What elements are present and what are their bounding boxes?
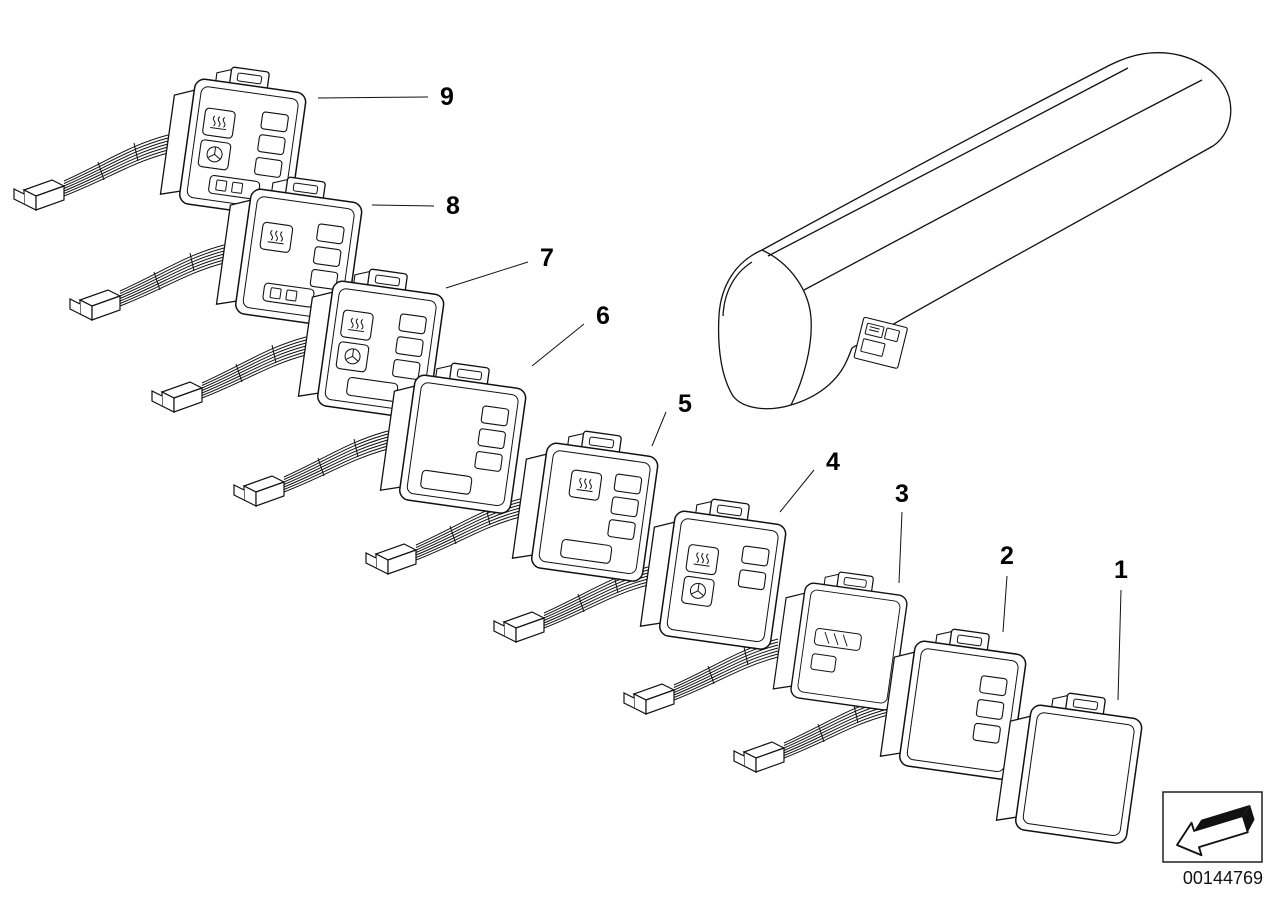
switch-module-3 <box>771 564 911 712</box>
part-callout-4[interactable]: 4 <box>826 448 840 476</box>
legend: 00144769 <box>1162 791 1263 888</box>
cable-connector <box>69 289 121 321</box>
console-front-edge <box>761 249 812 406</box>
leader-line <box>898 511 903 584</box>
cable-connector <box>233 475 285 507</box>
switch-button <box>477 427 507 450</box>
heated-seat-button <box>568 469 603 502</box>
part-callout-1[interactable]: 1 <box>1114 556 1128 584</box>
callout-4: 4 <box>779 448 840 513</box>
switch-button <box>613 473 643 495</box>
ribbon-cable <box>201 336 307 399</box>
ribbon-cable-9 <box>13 134 169 211</box>
cable-connector <box>365 543 417 575</box>
button-glyph <box>231 181 244 194</box>
leader-line <box>1117 589 1122 701</box>
console-illustration <box>717 52 1232 410</box>
switch-button <box>975 698 1005 721</box>
switch-button <box>312 245 342 268</box>
switch-button <box>737 568 767 591</box>
ribbon-cable <box>63 134 169 197</box>
part-callout-6[interactable]: 6 <box>596 302 610 330</box>
switch-module-9 <box>158 58 310 220</box>
cable-connector <box>151 381 203 413</box>
callout-7: 7 <box>445 244 554 289</box>
ribbon-cable-2 <box>733 696 889 773</box>
callout-1: 1 <box>1114 556 1128 701</box>
switch-button <box>398 313 428 335</box>
switch-button <box>256 133 287 156</box>
part-callout-7[interactable]: 7 <box>540 244 554 272</box>
console-lid-seam <box>803 79 1203 291</box>
button-glyph <box>215 179 228 192</box>
callout-8: 8 <box>371 192 460 220</box>
switch-button <box>978 674 1008 697</box>
callout-3: 3 <box>895 480 909 584</box>
part-callout-5[interactable]: 5 <box>678 390 692 418</box>
leader-line <box>651 411 667 447</box>
leader-line <box>779 469 815 513</box>
switch-button <box>260 111 290 133</box>
leader-line <box>371 204 435 207</box>
switch-module-8 <box>214 168 366 330</box>
switch-button <box>809 653 837 673</box>
switch-button <box>480 405 510 427</box>
console-ridge-line <box>767 67 1129 257</box>
switch-button <box>606 518 637 541</box>
part-callout-8[interactable]: 8 <box>446 192 460 220</box>
switch-button <box>315 223 345 245</box>
callouts: 9 8 7 6 5 4 3 2 <box>317 83 1128 701</box>
switch-module-4 <box>638 490 790 652</box>
doc-number: 00144769 <box>1183 868 1263 888</box>
cable-connector <box>13 179 65 211</box>
part-callout-3[interactable]: 3 <box>895 480 909 508</box>
leader-line <box>1002 575 1008 633</box>
part-callout-9[interactable]: 9 <box>440 83 454 111</box>
switch-button <box>740 545 770 567</box>
ribbon-cable <box>119 244 225 307</box>
leader-line <box>317 96 429 99</box>
switch-module-5 <box>510 422 662 584</box>
heated-seat-button <box>201 107 237 140</box>
ribbon-cable-7 <box>151 336 307 413</box>
heated-seat-button <box>685 543 720 576</box>
ribbon-cable-6 <box>233 430 389 507</box>
part-callout-2[interactable]: 2 <box>1000 542 1014 570</box>
heated-seat-button <box>339 309 375 342</box>
leader-line <box>445 261 529 289</box>
cable-connector <box>493 611 545 643</box>
callout-6: 6 <box>531 302 610 367</box>
module-layer <box>158 58 1146 846</box>
switch-button <box>473 450 504 473</box>
cable-connector <box>623 683 675 715</box>
button-glyph <box>285 289 298 302</box>
callout-5: 5 <box>651 390 692 447</box>
direction-arrow-icon <box>1176 804 1255 857</box>
switch-button <box>394 335 425 358</box>
switch-button <box>610 496 640 518</box>
callout-2: 2 <box>1000 542 1014 633</box>
heated-seat-button <box>259 221 294 254</box>
callout-9: 9 <box>317 83 454 111</box>
switch-button <box>972 722 1002 745</box>
ribbon-cable-8 <box>69 244 225 321</box>
console-front-inner <box>722 261 753 317</box>
button-glyph <box>269 287 282 300</box>
console-outline <box>717 52 1232 410</box>
console-switch-panel <box>853 316 908 369</box>
leader-line <box>531 323 585 367</box>
switch-button <box>391 358 421 381</box>
ribbon-cable-3 <box>623 638 779 715</box>
heated-seat-icon <box>824 631 848 647</box>
switch-button <box>253 156 283 179</box>
ribbon-cable <box>283 430 389 493</box>
cable-connector <box>733 741 785 773</box>
